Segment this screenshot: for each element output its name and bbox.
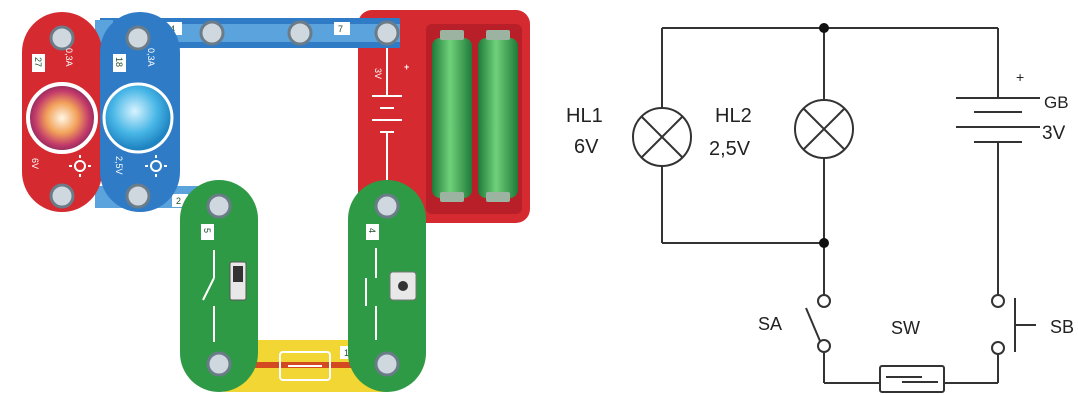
gb-value: 3V xyxy=(1042,123,1066,144)
snap-top-1 xyxy=(199,20,225,46)
hl2-label: HL2 xyxy=(715,105,752,127)
button-sb-symbol xyxy=(365,248,377,340)
button-sb-schematic xyxy=(991,294,1036,355)
switch-sa-schematic xyxy=(805,294,831,353)
top-wire-number-7: 7 xyxy=(334,22,350,35)
circuit-schematic xyxy=(632,23,1040,393)
battery-rating: 3V xyxy=(373,68,383,79)
junction-middle xyxy=(819,238,829,248)
svg-text:+: + xyxy=(404,62,409,72)
svg-text:7: 7 xyxy=(338,24,343,34)
lamp-hl2-bulb xyxy=(102,82,174,154)
snap-top-2 xyxy=(287,20,313,46)
svg-text:0,3A: 0,3A xyxy=(64,48,74,67)
gb-plus: + xyxy=(1016,69,1024,85)
lamp-module-hl2: 18 0,3A 2,5V xyxy=(100,12,180,212)
lamp-module-hl1: 27 0,3A 6V xyxy=(22,12,102,212)
switch-sa-symbol xyxy=(202,250,215,342)
hl2-value: 2,5V xyxy=(709,138,751,160)
snap-kit-assembly: + 3V 4 7 2 xyxy=(22,10,530,392)
svg-text:1: 1 xyxy=(344,348,349,358)
junction-top xyxy=(819,23,829,33)
svg-text:18: 18 xyxy=(114,57,124,67)
lamp-hl2-symbol xyxy=(794,99,854,159)
battery-cell-1 xyxy=(432,38,472,198)
sb-label: SB xyxy=(1050,317,1074,337)
button-module-sb: 4 xyxy=(348,180,426,392)
hl1-value: 6V xyxy=(574,136,599,158)
lamp-hl1-sun-icon xyxy=(69,155,91,177)
battery-symbol xyxy=(372,38,402,180)
reed-switch-sw-schematic xyxy=(879,365,945,393)
lamp-hl1-bulb xyxy=(26,82,98,154)
battery-gb-symbol xyxy=(956,97,1040,143)
snap-top-3 xyxy=(374,20,400,46)
svg-text:5: 5 xyxy=(202,228,212,233)
svg-text:27: 27 xyxy=(33,57,43,67)
svg-text:2: 2 xyxy=(176,196,181,206)
gb-label: GB xyxy=(1044,93,1069,112)
svg-text:6V: 6V xyxy=(30,158,40,169)
lamp-hl1-symbol xyxy=(632,107,692,167)
svg-text:4: 4 xyxy=(367,228,377,233)
svg-text:2,5V: 2,5V xyxy=(114,156,124,175)
sa-label: SA xyxy=(758,314,782,334)
hl1-label: HL1 xyxy=(566,105,603,127)
battery-cell-2 xyxy=(478,38,518,198)
sw-label: SW xyxy=(891,318,920,338)
svg-text:0,3A: 0,3A xyxy=(146,48,156,67)
schematic-labels: HL1 6V HL2 2,5V + GB 3V SA SW SB xyxy=(566,69,1074,338)
lamp-hl2-sun-icon xyxy=(145,155,167,177)
switch-module-sa: 5 xyxy=(180,180,258,392)
reed-switch-module: 1 xyxy=(220,340,390,392)
